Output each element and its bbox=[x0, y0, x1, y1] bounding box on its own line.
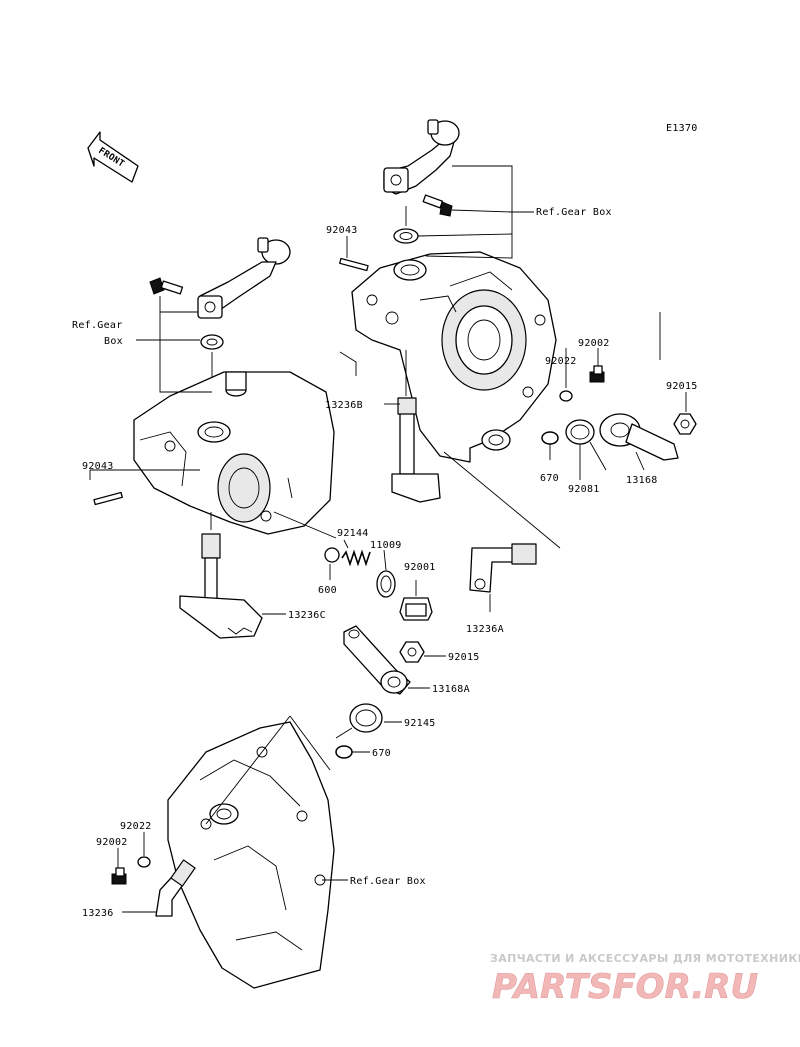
ref-gear-box-left-line1: Ref.Gear bbox=[72, 320, 123, 331]
shaft-13236B bbox=[391, 397, 441, 503]
label-13168: 13168 bbox=[626, 475, 658, 486]
bolt-92002-bottom bbox=[111, 867, 127, 885]
ref-gear-box-bottom: Ref.Gear Box bbox=[350, 876, 426, 887]
nut-92015-mid bbox=[399, 641, 425, 663]
label-92022-right: 92022 bbox=[545, 356, 577, 367]
upper-gear-box-housing bbox=[339, 251, 661, 463]
left-oil-seal bbox=[200, 334, 224, 350]
upper-shift-arm bbox=[383, 119, 460, 195]
plug-92001 bbox=[399, 597, 433, 621]
circlip-670-right bbox=[541, 431, 559, 445]
ball-600 bbox=[324, 547, 340, 563]
left-gear-box-housing bbox=[133, 371, 335, 535]
label-92144: 92144 bbox=[337, 528, 369, 539]
label-13236: 13236 bbox=[82, 908, 114, 919]
label-92001: 92001 bbox=[404, 562, 436, 573]
circlip-670-mid bbox=[335, 745, 353, 759]
washer-92022-bottom bbox=[137, 856, 151, 868]
watermark-tagline: ЗАПЧАСТИ И АКСЕССУАРЫ ДЛЯ МОТОТЕХНИКИ bbox=[490, 952, 800, 965]
pin-92043-top bbox=[339, 257, 369, 272]
spring-92145 bbox=[335, 703, 383, 739]
label-92145: 92145 bbox=[404, 718, 436, 729]
nut-92015-right bbox=[673, 413, 697, 435]
label-92002-right: 92002 bbox=[578, 338, 610, 349]
label-92015-mid: 92015 bbox=[448, 652, 480, 663]
left-arm-bolt bbox=[149, 277, 184, 295]
spring-92144 bbox=[341, 549, 371, 567]
label-92043-left: 92043 bbox=[82, 461, 114, 472]
label-92081: 92081 bbox=[568, 484, 600, 495]
label-92002-bottom: 92002 bbox=[96, 837, 128, 848]
diagram-code: E1370 bbox=[666, 123, 698, 134]
label-600: 600 bbox=[318, 585, 337, 596]
label-13168A: 13168A bbox=[432, 684, 470, 695]
front-arrow-icon: FRONT bbox=[87, 131, 139, 183]
left-shift-arm bbox=[197, 237, 291, 319]
upper-arm-bolt bbox=[422, 194, 453, 217]
shaft-13236C bbox=[179, 533, 263, 639]
label-13236A: 13236A bbox=[466, 624, 504, 635]
upper-oil-seal bbox=[393, 228, 419, 244]
watermark-brand: PARTSFOR.RU bbox=[492, 967, 758, 1007]
bolt-92002-right bbox=[589, 365, 605, 383]
bottom-gear-box-housing bbox=[167, 721, 335, 989]
lever-13168A bbox=[343, 625, 411, 695]
washer-11009 bbox=[376, 570, 396, 598]
label-92043-top: 92043 bbox=[326, 225, 358, 236]
label-11009: 11009 bbox=[370, 540, 402, 551]
pin-92043-left bbox=[93, 491, 123, 506]
label-13236C: 13236C bbox=[288, 610, 326, 621]
ref-gear-box-left-line2: Box bbox=[104, 336, 123, 347]
washer-92022-right bbox=[559, 390, 573, 402]
shaft-13236A bbox=[469, 543, 537, 593]
shaft-13236 bbox=[155, 859, 196, 917]
lever-13168 bbox=[599, 413, 679, 461]
label-670-mid: 670 bbox=[372, 748, 391, 759]
label-13236B: 13236B bbox=[325, 400, 363, 411]
label-92022-bottom: 92022 bbox=[120, 821, 152, 832]
label-92015-right: 92015 bbox=[666, 381, 698, 392]
ref-gear-box-top: Ref.Gear Box bbox=[536, 207, 612, 218]
label-670-right: 670 bbox=[540, 473, 559, 484]
